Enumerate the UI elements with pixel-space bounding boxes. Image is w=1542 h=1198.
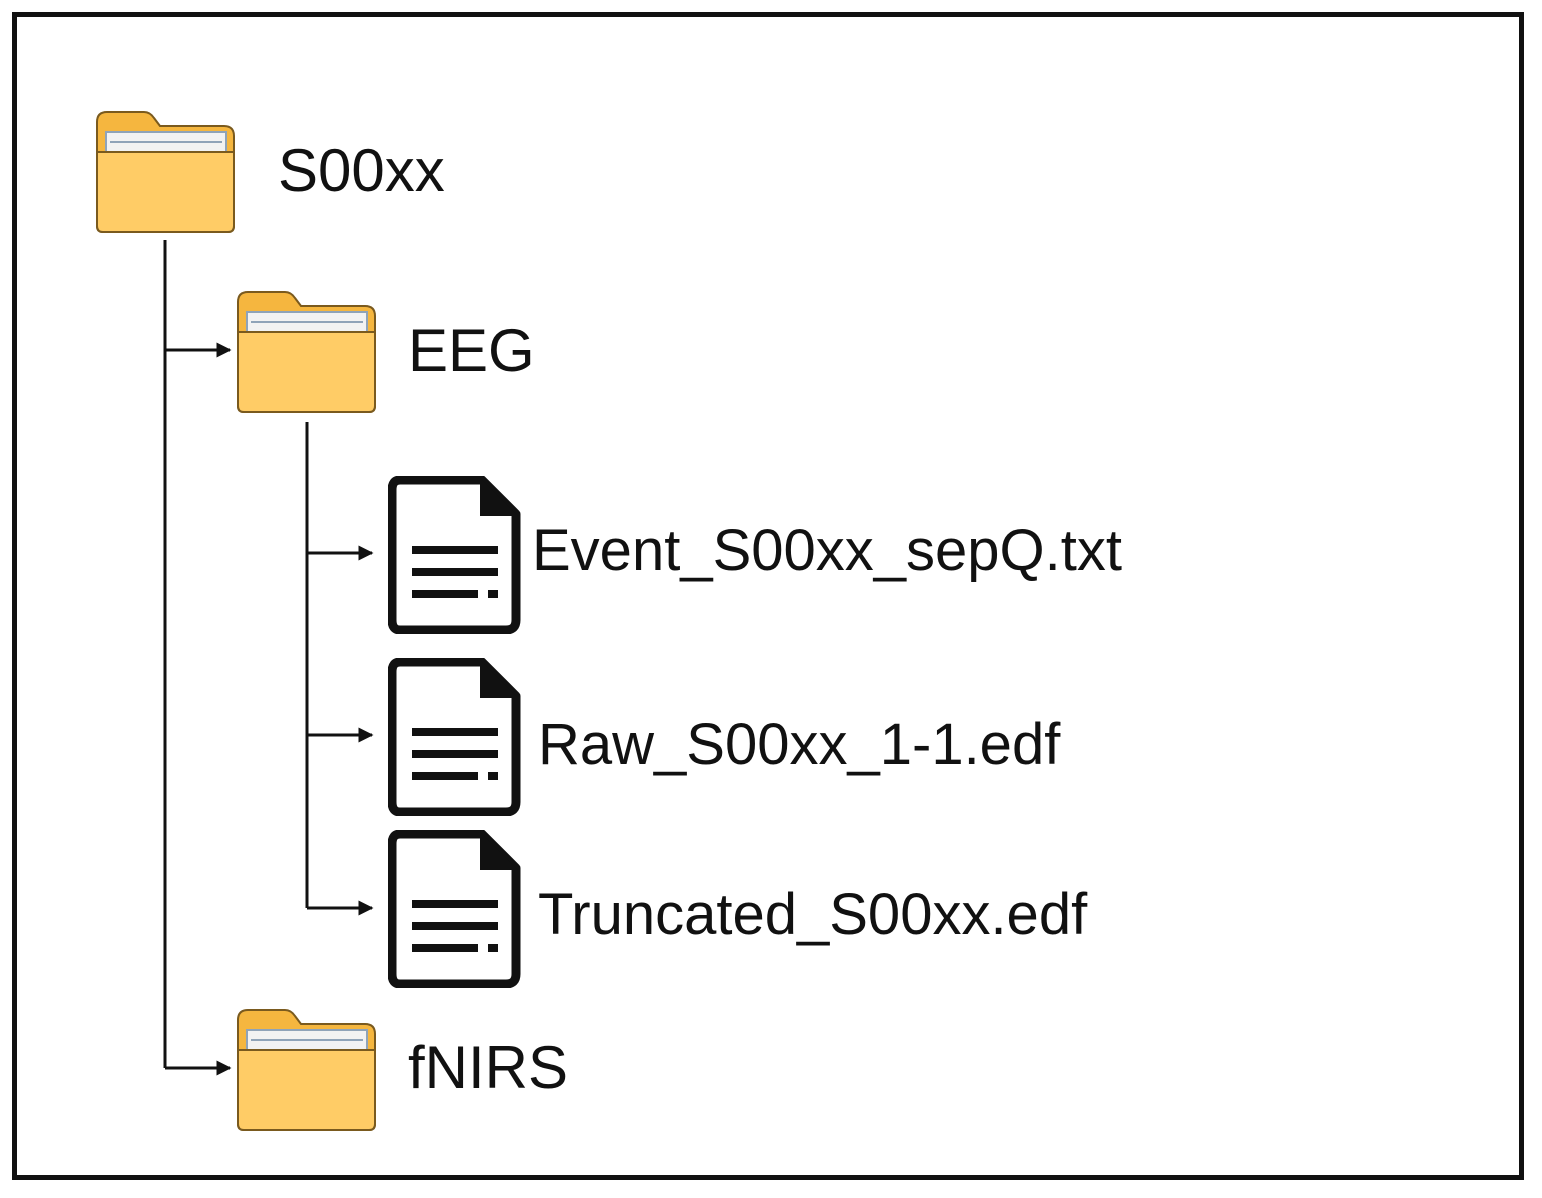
diagram-frame <box>12 12 1524 1180</box>
event-file-label: Event_S00xx_sepQ.txt <box>532 518 1122 583</box>
folder-icon <box>237 1009 376 1131</box>
folder-icon <box>237 291 376 413</box>
truncated-file-label: Truncated_S00xx.edf <box>538 882 1088 947</box>
root-folder-label: S00xx <box>278 137 445 204</box>
eeg-folder-label: EEG <box>408 317 535 384</box>
fnirs-folder-label: fNIRS <box>408 1034 569 1101</box>
document-icon <box>388 830 521 988</box>
document-icon <box>388 476 521 634</box>
document-icon <box>388 658 521 816</box>
folder-icon <box>96 111 235 233</box>
raw-file-label: Raw_S00xx_1-1.edf <box>538 712 1061 777</box>
